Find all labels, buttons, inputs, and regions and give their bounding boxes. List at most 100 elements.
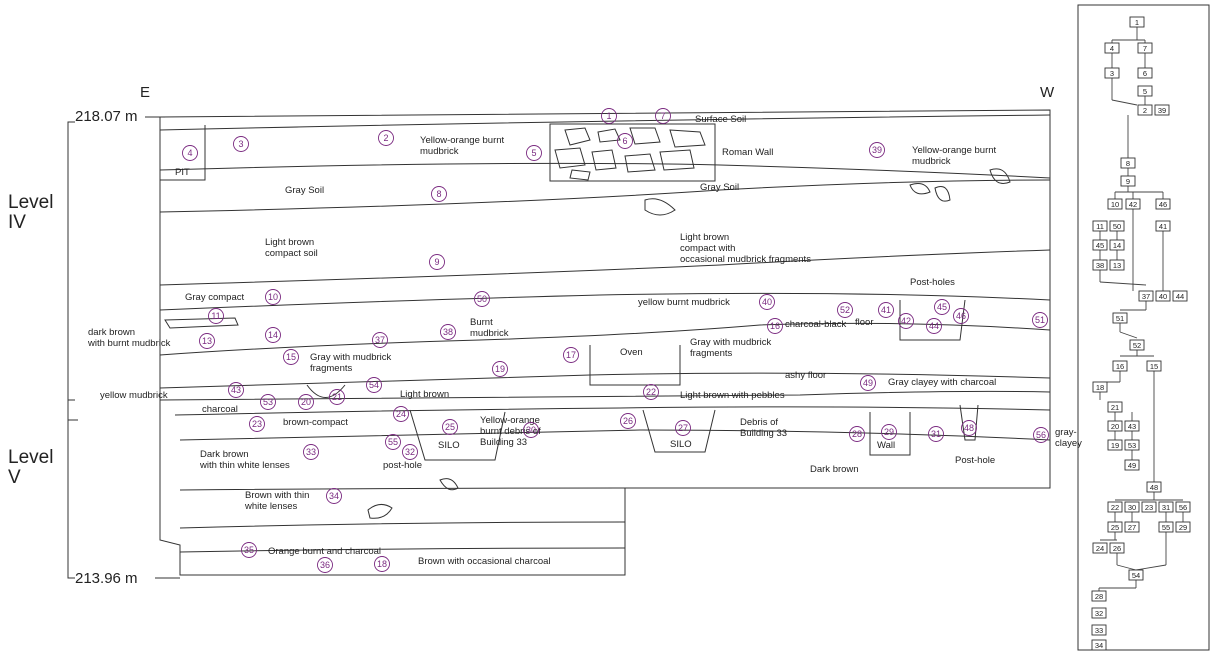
post-holes-outline bbox=[899, 299, 966, 341]
matrix-box-label: 21 bbox=[1111, 403, 1119, 412]
matrix-box-label: 43 bbox=[1128, 422, 1136, 431]
locus-circle bbox=[265, 327, 281, 343]
matrix-box-label: 29 bbox=[1179, 523, 1187, 532]
locus-circle bbox=[961, 420, 977, 436]
locus-circle bbox=[249, 416, 265, 432]
matrix-box bbox=[1104, 67, 1120, 79]
layer-label-wall: Wall bbox=[877, 440, 895, 451]
matrix-box bbox=[1109, 542, 1125, 554]
locus-circle bbox=[953, 308, 969, 324]
locus-circle bbox=[898, 313, 914, 329]
locus-circle bbox=[208, 308, 224, 324]
matrix-box bbox=[1091, 607, 1107, 619]
section-frame bbox=[159, 109, 1051, 576]
boundary bbox=[179, 429, 1051, 441]
matrix-box bbox=[1137, 104, 1153, 116]
elevation-bottom: 213.96 m bbox=[75, 570, 138, 587]
locus-circle bbox=[675, 420, 691, 436]
locus-circle bbox=[881, 424, 897, 440]
boundary bbox=[159, 390, 1051, 401]
layer-label-pit: PIT bbox=[175, 167, 190, 178]
matrix-box bbox=[1158, 521, 1174, 533]
matrix-box-label: 15 bbox=[1150, 362, 1158, 371]
locus-number: 25 bbox=[445, 422, 455, 432]
matrix-box bbox=[1129, 16, 1145, 28]
locus-number: 31 bbox=[931, 429, 941, 439]
locus-number: 19 bbox=[495, 364, 505, 374]
locus-circle bbox=[860, 375, 876, 391]
locus-circle bbox=[366, 377, 382, 393]
locus-circle bbox=[492, 361, 508, 377]
layer-label-post-holes: Post-holes bbox=[910, 277, 955, 288]
boundary bbox=[159, 114, 1051, 131]
layer-label-surface-soil: Surface Soil bbox=[695, 114, 746, 125]
locus-number: 22 bbox=[646, 387, 656, 397]
locus-number: 28 bbox=[852, 429, 862, 439]
matrix-box bbox=[1124, 439, 1140, 451]
locus-number: 42 bbox=[901, 316, 911, 326]
matrix-box bbox=[1107, 521, 1123, 533]
matrix-box-label: 28 bbox=[1095, 592, 1103, 601]
matrix-box-label: 10 bbox=[1111, 200, 1119, 209]
locus-number: 37 bbox=[375, 335, 385, 345]
matrix-connector bbox=[1111, 99, 1138, 106]
locus-circle bbox=[869, 142, 885, 158]
matrix-box bbox=[1146, 360, 1162, 372]
matrix-box bbox=[1125, 198, 1141, 210]
locus-number: 44 bbox=[929, 321, 939, 331]
locus-number: 40 bbox=[762, 297, 772, 307]
pit-outline bbox=[160, 125, 206, 181]
locus-circle bbox=[431, 186, 447, 202]
matrix-connector bbox=[1119, 331, 1138, 339]
matrix-box bbox=[1092, 381, 1108, 393]
locus-circle bbox=[378, 130, 394, 146]
matrix-box-label: 31 bbox=[1162, 503, 1170, 512]
locus-circle bbox=[767, 318, 783, 334]
layer-label-light-brown-pebbles: Light brown with pebbles bbox=[680, 390, 785, 401]
direction-east: E bbox=[140, 84, 150, 101]
matrix-box-label: 30 bbox=[1128, 503, 1136, 512]
roman-wall-stones bbox=[549, 123, 716, 182]
locus-number: 3 bbox=[238, 139, 243, 149]
locus-number: 38 bbox=[443, 327, 453, 337]
matrix-box bbox=[1124, 521, 1140, 533]
locus-circle bbox=[298, 394, 314, 410]
locus-circle bbox=[260, 394, 276, 410]
locus-number: 11 bbox=[211, 311, 220, 321]
matrix-box bbox=[1092, 259, 1108, 271]
matrix-box bbox=[1175, 521, 1191, 533]
locus-circle bbox=[878, 302, 894, 318]
matrix-box bbox=[1107, 501, 1123, 513]
layer-label-orange-burnt-charcoal: Orange burnt and charcoal bbox=[268, 546, 381, 557]
matrix-connector bbox=[1099, 281, 1147, 286]
layer-label-yellow-mudbrick: yellow mudbrick bbox=[100, 390, 168, 401]
matrix-box bbox=[1138, 290, 1154, 302]
matrix-box bbox=[1112, 360, 1128, 372]
locus-circle bbox=[429, 254, 445, 270]
locus-number: 24 bbox=[396, 409, 406, 419]
locus-number: 41 bbox=[881, 305, 891, 315]
silo-right-outline bbox=[642, 409, 716, 453]
matrix-box bbox=[1129, 339, 1145, 351]
silo-left-outline bbox=[409, 409, 506, 461]
matrix-box-label: 37 bbox=[1142, 292, 1150, 301]
locus-number: 53 bbox=[263, 397, 273, 407]
matrix-box bbox=[1107, 401, 1123, 413]
locus-number: 9 bbox=[434, 257, 439, 267]
locus-number: 20 bbox=[301, 397, 311, 407]
locus-circle bbox=[655, 108, 671, 124]
locus-circle bbox=[385, 434, 401, 450]
locus-circle bbox=[228, 382, 244, 398]
matrix-box-label: 39 bbox=[1158, 106, 1166, 115]
matrix-box-label: 50 bbox=[1113, 222, 1121, 231]
matrix-box bbox=[1104, 42, 1120, 54]
locus-circle bbox=[928, 426, 944, 442]
matrix-box-label: 40 bbox=[1159, 292, 1167, 301]
locus-circle bbox=[601, 108, 617, 124]
locus-circle bbox=[526, 145, 542, 161]
